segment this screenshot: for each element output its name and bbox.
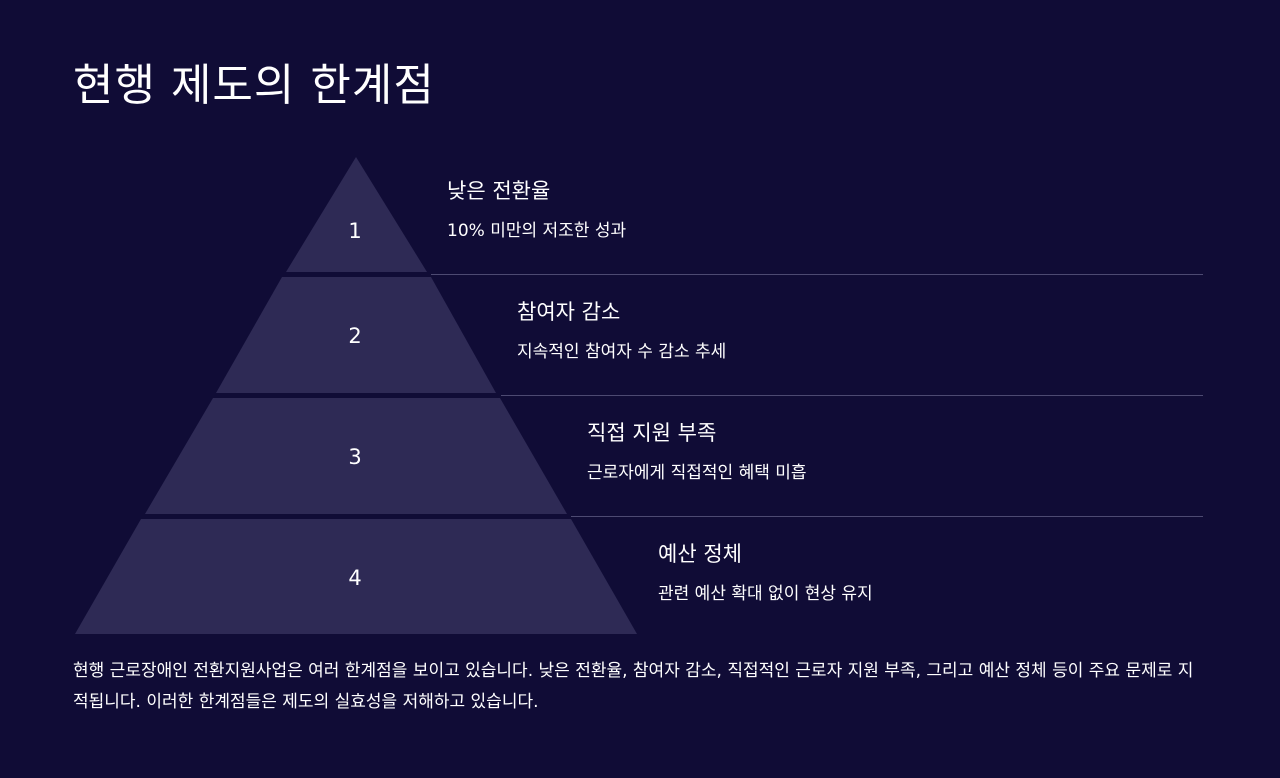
tier-2-description: 지속적인 참여자 수 감소 추세	[517, 342, 727, 362]
tier-1-description: 10% 미만의 저조한 성과	[447, 221, 627, 241]
divider-2	[501, 395, 1203, 396]
tier-2-number: 2	[348, 324, 361, 348]
pyramid-tier-1	[286, 157, 427, 272]
tier-3-text: 직접 지원 부족 근로자에게 직접적인 혜택 미흡	[587, 418, 807, 486]
tier-1-heading: 낮은 전환율	[447, 179, 551, 203]
page-title: 현행 제도의 한계점	[73, 60, 435, 111]
tier-4-text: 예산 정체 관련 예산 확대 없이 현상 유지	[658, 539, 873, 607]
pyramid-tier-4	[75, 519, 637, 634]
tier-4-number: 4	[348, 566, 361, 590]
tier-4-description: 관련 예산 확대 없이 현상 유지	[658, 584, 873, 604]
divider-1	[431, 274, 1203, 275]
tier-4-heading: 예산 정체	[658, 542, 742, 566]
tier-3-number: 3	[348, 445, 361, 469]
tier-2-text: 참여자 감소 지속적인 참여자 수 감소 추세	[517, 297, 726, 365]
summary-paragraph: 현행 근로장애인 전환지원사업은 여러 한계점을 보이고 있습니다. 낮은 전환…	[73, 661, 1194, 712]
tier-1-number: 1	[348, 219, 361, 243]
divider-3	[571, 516, 1203, 517]
tier-3-heading: 직접 지원 부족	[587, 421, 717, 445]
pyramid-tier-3	[145, 398, 567, 514]
pyramid-tier-2	[216, 277, 496, 393]
tier-1-text: 낮은 전환율 10% 미만의 저조한 성과	[447, 176, 626, 244]
tier-2-heading: 참여자 감소	[517, 300, 621, 324]
tier-3-description: 근로자에게 직접적인 혜택 미흡	[587, 463, 807, 483]
